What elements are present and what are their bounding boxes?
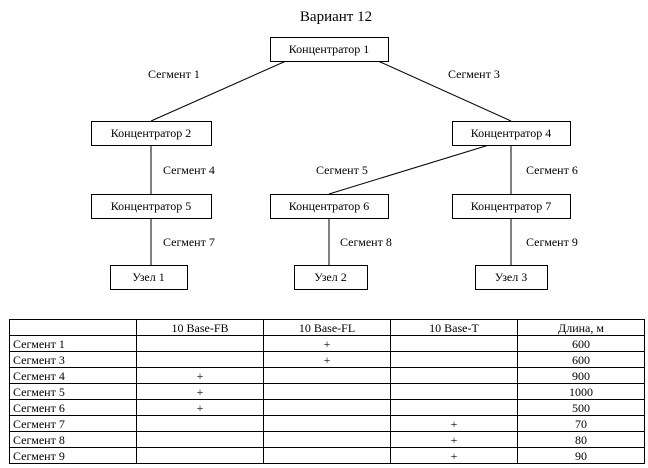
node-box <box>294 265 368 290</box>
edge-label: Сегмент 8 <box>340 235 392 249</box>
node-box <box>452 194 571 219</box>
standard-mark-cell <box>263 399 391 416</box>
length-cell: 600 <box>517 351 645 368</box>
table-row: Сегмент 5+1000 <box>9 383 645 400</box>
node-box <box>270 194 389 219</box>
length-cell: 80 <box>517 431 645 448</box>
table-row: Сегмент 1 +600 <box>9 335 645 352</box>
standard-mark-cell <box>263 447 391 464</box>
node-c4: Концентратор 4 <box>452 121 571 146</box>
node-label: Концентратор 1 <box>289 42 370 56</box>
standard-mark-cell <box>263 415 391 432</box>
segment-name-cell: Сегмент 9 <box>9 447 137 464</box>
edge-label: Сегмент 3 <box>448 67 500 81</box>
segment-name-cell: Сегмент 7 <box>9 415 137 432</box>
node-label: Узел 1 <box>132 270 165 284</box>
segment-name-cell: Сегмент 5 <box>9 383 137 400</box>
edge-line-c1-c4 <box>377 60 512 122</box>
table-row: Сегмент 7 +70 <box>9 415 645 432</box>
standard-mark-cell <box>263 383 391 400</box>
edge-label: Сегмент 7 <box>163 235 215 249</box>
standard-mark-cell <box>136 351 264 368</box>
standard-mark-cell <box>390 351 518 368</box>
edge-label: Сегмент 6 <box>526 163 578 177</box>
segment-name-cell: Сегмент 6 <box>9 399 137 416</box>
node-label: Узел 3 <box>495 270 528 284</box>
standard-mark-cell <box>390 399 518 416</box>
edge-label: Сегмент 1 <box>148 67 200 81</box>
standard-mark-cell <box>136 447 264 464</box>
segment-name-cell: Сегмент 3 <box>9 351 137 368</box>
length-cell: 900 <box>517 367 645 384</box>
edge-line-c4-c6 <box>328 144 490 195</box>
table-header-cell: 10 Base-FL <box>263 319 391 336</box>
node-box <box>110 265 188 290</box>
length-cell: 90 <box>517 447 645 464</box>
edge-label: Сегмент 4 <box>163 163 215 177</box>
standard-mark-cell <box>390 383 518 400</box>
node-u3: Узел 3 <box>475 265 548 290</box>
length-cell: 1000 <box>517 383 645 400</box>
table-row: Сегмент 3 +600 <box>9 351 645 368</box>
edge-line-c1-c2 <box>150 60 287 122</box>
table-row: Сегмент 9 +90 <box>9 447 645 464</box>
node-box <box>270 37 389 62</box>
node-label: Концентратор 2 <box>111 126 192 140</box>
length-cell: 70 <box>517 415 645 432</box>
table-corner-cell <box>9 319 137 336</box>
standard-mark-cell: + <box>390 447 518 464</box>
node-box <box>91 194 212 219</box>
standard-mark-cell: + <box>136 383 264 400</box>
standard-mark-cell <box>136 415 264 432</box>
length-cell: 500 <box>517 399 645 416</box>
standard-mark-cell: + <box>263 351 391 368</box>
standard-mark-cell <box>136 335 264 352</box>
length-cell: 600 <box>517 335 645 352</box>
standard-mark-cell <box>390 367 518 384</box>
table-header-cell: 10 Base-FB <box>136 319 264 336</box>
node-label: Узел 2 <box>314 270 347 284</box>
node-c5: Концентратор 5 <box>91 194 212 219</box>
segment-name-cell: Сегмент 4 <box>9 367 137 384</box>
node-label: Концентратор 4 <box>471 126 552 140</box>
node-c1: Концентратор 1 <box>270 37 389 62</box>
standard-mark-cell: + <box>263 335 391 352</box>
node-u2: Узел 2 <box>294 265 368 290</box>
table-row: Сегмент 8 +80 <box>9 431 645 448</box>
table-row: Сегмент 6+500 <box>9 399 645 416</box>
node-label: Концентратор 6 <box>289 199 370 213</box>
standard-mark-cell <box>390 335 518 352</box>
network-diagram: Вариант 12 Сегмент 1 Сегмент 3 Сегмент 4 Се… <box>91 9 578 290</box>
standard-mark-cell <box>136 431 264 448</box>
node-c6: Концентратор 6 <box>270 194 389 219</box>
node-c7: Концентратор 7 <box>452 194 571 219</box>
segment-name-cell: Сегмент 8 <box>9 431 137 448</box>
edge-label: Сегмент 5 <box>316 163 368 177</box>
node-u1: Узел 1 <box>110 265 188 290</box>
standard-mark-cell <box>263 367 391 384</box>
standard-mark-cell: + <box>136 399 264 416</box>
table-header-cell: 10 Base-T <box>390 319 518 336</box>
standard-mark-cell: + <box>390 415 518 432</box>
standard-mark-cell: + <box>136 367 264 384</box>
edge-label: Сегмент 9 <box>526 235 578 249</box>
node-label: Концентратор 5 <box>111 199 192 213</box>
node-box <box>91 121 212 146</box>
node-box <box>475 265 548 290</box>
node-c2: Концентратор 2 <box>91 121 212 146</box>
standard-mark-cell <box>263 431 391 448</box>
segment-name-cell: Сегмент 1 <box>9 335 137 352</box>
node-label: Концентратор 7 <box>471 199 552 213</box>
standard-mark-cell: + <box>390 431 518 448</box>
diagram-title: Вариант 12 <box>300 9 372 25</box>
node-box <box>452 121 571 146</box>
table-header-cell: Длина, м <box>517 319 645 336</box>
table-row: Сегмент 4+900 <box>9 367 645 384</box>
